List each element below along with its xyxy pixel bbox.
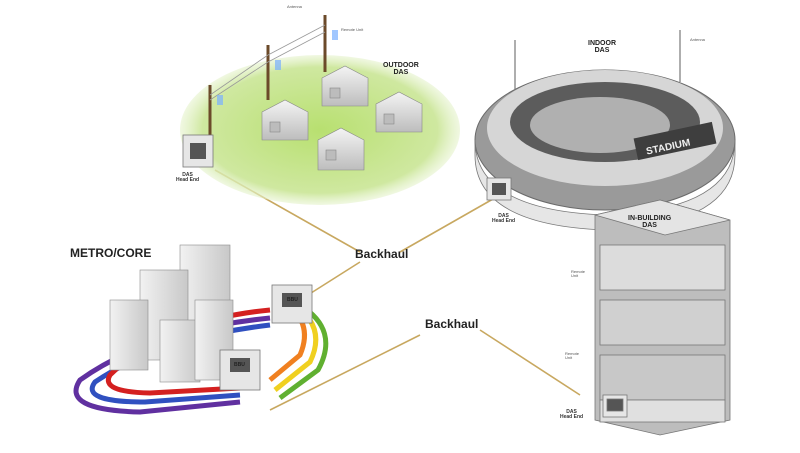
bbu-hub-lower-label: BBU (234, 362, 245, 368)
bbu-hub-upper-label: BBU (287, 297, 298, 303)
house-icon (261, 99, 309, 141)
antenna-stadium-label: Antenna (690, 37, 705, 42)
backhaul-label-upper: Backhaul (355, 247, 409, 261)
outdoor-das-label: OUTDOOR DAS (383, 62, 419, 76)
house-icon (317, 127, 365, 171)
das-head-end-building (602, 394, 628, 418)
in-building-tower (594, 199, 731, 436)
grass-field (180, 55, 460, 205)
antenna-outdoor-label: Antenna (287, 4, 302, 9)
outdoor-das-area (180, 15, 460, 205)
fiber-backhaul-to-stadium (399, 194, 501, 253)
bbu-hub-upper (271, 284, 313, 324)
stadium-sign (633, 121, 717, 161)
house-icon (375, 91, 423, 133)
remote-unit-icon (217, 95, 223, 105)
bbu-hub-lower (219, 349, 261, 391)
head-end-stadium-label: DAS Head End (492, 213, 516, 224)
fiber-hub-to-lower-backhaul (269, 334, 421, 411)
remote-unit-building-label-2: Remote Unit (565, 351, 580, 360)
building-icon (159, 319, 201, 383)
house-icon (321, 65, 369, 107)
stadium (474, 30, 736, 231)
backhaul-label-lower: Backhaul (425, 317, 479, 331)
metro-core-label: METRO/CORE (70, 246, 152, 260)
building-icon (109, 299, 149, 371)
fiber-lower-backhaul-to-building (479, 329, 581, 396)
metro-core-city (73, 244, 329, 415)
remote-unit-building-label-1: Remote Unit (571, 269, 586, 278)
houses (261, 65, 423, 171)
skyscrapers (109, 244, 234, 383)
head-end-outdoor-label: DAS Head End (176, 172, 200, 183)
head-end-building-label: DAS Head End (560, 409, 584, 420)
in-building-das-label: IN-BUILDING DAS (628, 215, 672, 229)
indoor-das-label: INDOOR DAS (588, 40, 616, 54)
das-head-end-stadium (486, 177, 512, 201)
remote-unit-outdoor-label: Remote Unit (341, 27, 364, 32)
das-head-end-outdoor (182, 134, 214, 168)
